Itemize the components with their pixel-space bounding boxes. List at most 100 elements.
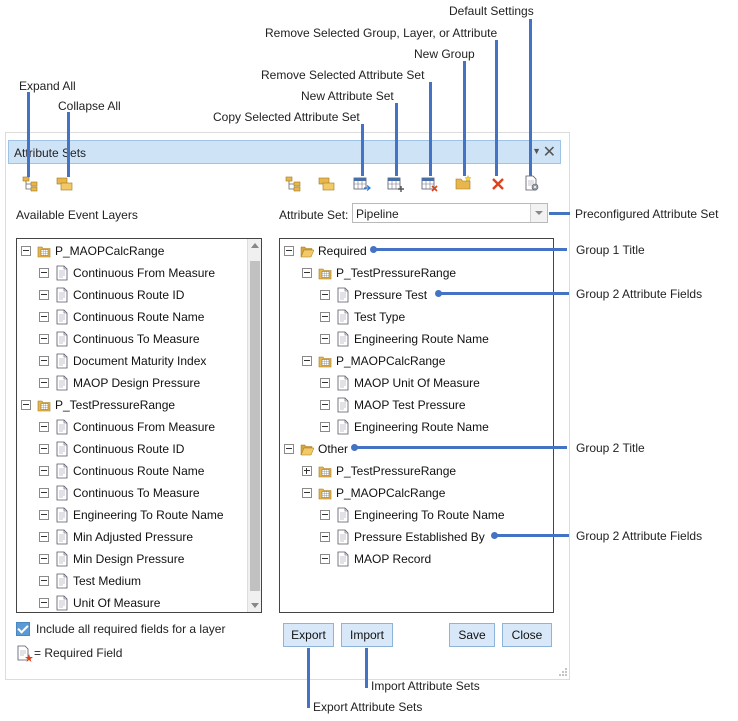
expand-all-icon[interactable] [22, 176, 40, 192]
tree-field-item[interactable]: Engineering Route Name [280, 416, 553, 438]
tree-field-item[interactable]: Pressure Test [280, 284, 553, 306]
expand-toggle-icon[interactable] [302, 466, 312, 476]
collapse-toggle-icon[interactable] [320, 378, 330, 388]
remove-selected-icon[interactable] [489, 176, 507, 192]
collapse-toggle-icon[interactable] [39, 598, 49, 608]
tree-field-item[interactable]: MAOP Design Pressure [17, 372, 261, 394]
field-document-icon [56, 441, 68, 457]
collapse-toggle-icon[interactable] [39, 268, 49, 278]
tree-field-item[interactable]: Continuous Route Name [17, 460, 261, 482]
collapse-toggle-icon[interactable] [320, 400, 330, 410]
field-document-icon [56, 419, 68, 435]
tree-group-item[interactable]: Required [280, 240, 553, 262]
collapse-toggle-icon[interactable] [302, 488, 312, 498]
tree-layer-item[interactable]: P_TestPressureRange [280, 262, 553, 284]
collapse-toggle-icon[interactable] [39, 576, 49, 586]
import-leader [365, 648, 368, 688]
tree-layer-item[interactable]: P_TestPressureRange [280, 460, 553, 482]
include-required-checkbox[interactable] [16, 622, 30, 636]
chevron-down-icon[interactable] [530, 204, 547, 222]
collapse-toggle-icon[interactable] [39, 532, 49, 542]
tree-field-item[interactable]: Document Maturity Index [17, 350, 261, 372]
tree-field-item[interactable]: Unit Of Measure [17, 592, 261, 614]
panel-menu-caret-icon[interactable]: ▼ [532, 146, 541, 156]
tree-item-label: Other [318, 442, 349, 456]
import-button[interactable]: Import [341, 623, 393, 647]
tree-field-item[interactable]: Pressure Established By [280, 526, 553, 548]
remove-attribute-set-icon[interactable] [421, 176, 439, 192]
collapse-toggle-icon[interactable] [39, 378, 49, 388]
collapse-toggle-icon[interactable] [21, 400, 31, 410]
resize-grip-icon[interactable] [558, 667, 568, 677]
expand-all-right-icon[interactable] [285, 176, 303, 192]
collapse-all-right-icon[interactable] [318, 176, 336, 192]
panel-close-icon[interactable]: ✕ [542, 144, 556, 161]
collapse-toggle-icon[interactable] [320, 532, 330, 542]
scroll-thumb[interactable] [250, 261, 260, 591]
collapse-all-icon[interactable] [56, 176, 74, 192]
collapse-toggle-icon[interactable] [21, 246, 31, 256]
tree-field-item[interactable]: Continuous Route ID [17, 284, 261, 306]
tree-item-label: Continuous To Measure [73, 486, 200, 500]
tree-field-item[interactable]: MAOP Record [280, 548, 553, 570]
export-button[interactable]: Export [283, 623, 334, 647]
collapse-toggle-icon[interactable] [320, 554, 330, 564]
tree-field-item[interactable]: Test Type [280, 306, 553, 328]
collapse-toggle-icon[interactable] [284, 246, 294, 256]
left-tree-scrollbar[interactable] [247, 239, 261, 612]
tree-field-item[interactable]: Continuous Route ID [17, 438, 261, 460]
tree-field-item[interactable]: MAOP Test Pressure [280, 394, 553, 416]
copy-attribute-set-icon[interactable] [353, 176, 371, 192]
tree-item-label: Continuous Route Name [73, 310, 205, 324]
tree-field-item[interactable]: Test Medium [17, 570, 261, 592]
tree-field-item[interactable]: Min Design Pressure [17, 548, 261, 570]
collapse-toggle-icon[interactable] [39, 290, 49, 300]
collapse-toggle-icon[interactable] [39, 334, 49, 344]
collapse-toggle-icon[interactable] [320, 334, 330, 344]
collapse-toggle-icon[interactable] [39, 554, 49, 564]
tree-layer-item[interactable]: P_MAOPCalcRange [280, 482, 553, 504]
new-attribute-set-icon[interactable] [387, 176, 405, 192]
tree-item-label: Unit Of Measure [73, 596, 161, 610]
default-settings-icon[interactable] [523, 175, 541, 191]
tree-layer-item[interactable]: P_MAOPCalcRange [280, 350, 553, 372]
annotation-default-settings: Default Settings [449, 4, 534, 18]
tree-group-item[interactable]: Other [280, 438, 553, 460]
collapse-toggle-icon[interactable] [39, 444, 49, 454]
collapse-toggle-icon[interactable] [302, 268, 312, 278]
copy-set-leader [361, 124, 364, 176]
collapse-toggle-icon[interactable] [39, 510, 49, 520]
tree-field-item[interactable]: Continuous From Measure [17, 416, 261, 438]
annotation-copy-attribute-set: Copy Selected Attribute Set [213, 110, 360, 124]
collapse-toggle-icon[interactable] [320, 312, 330, 322]
collapse-toggle-icon[interactable] [302, 356, 312, 366]
collapse-toggle-icon[interactable] [39, 488, 49, 498]
tree-field-item[interactable]: MAOP Unit Of Measure [280, 372, 553, 394]
collapse-toggle-icon[interactable] [39, 312, 49, 322]
tree-field-item[interactable]: Continuous To Measure [17, 482, 261, 504]
save-button[interactable]: Save [449, 623, 495, 647]
collapse-toggle-icon[interactable] [284, 444, 294, 454]
collapse-toggle-icon[interactable] [39, 422, 49, 432]
tree-layer-item[interactable]: P_MAOPCalcRange [17, 240, 261, 262]
new-group-icon[interactable] [455, 175, 473, 191]
tree-field-item[interactable]: Engineering To Route Name [280, 504, 553, 526]
collapse-toggle-icon[interactable] [39, 466, 49, 476]
tree-field-item[interactable]: Continuous From Measure [17, 262, 261, 284]
tree-field-item[interactable]: Engineering To Route Name [17, 504, 261, 526]
scroll-up-icon[interactable] [251, 243, 259, 248]
tree-field-item[interactable]: Continuous To Measure [17, 328, 261, 350]
close-button[interactable]: Close [502, 623, 552, 647]
tree-layer-item[interactable]: P_TestPressureRange [17, 394, 261, 416]
group2-title-leader [354, 446, 567, 449]
tree-field-item[interactable]: Min Adjusted Pressure [17, 526, 261, 548]
scroll-down-icon[interactable] [251, 603, 259, 608]
collapse-toggle-icon[interactable] [320, 510, 330, 520]
group2-fields-a-dot [435, 290, 442, 297]
collapse-toggle-icon[interactable] [320, 422, 330, 432]
collapse-toggle-icon[interactable] [320, 290, 330, 300]
attribute-set-select[interactable]: Pipeline [352, 203, 548, 223]
tree-field-item[interactable]: Engineering Route Name [280, 328, 553, 350]
collapse-toggle-icon[interactable] [39, 356, 49, 366]
tree-field-item[interactable]: Continuous Route Name [17, 306, 261, 328]
